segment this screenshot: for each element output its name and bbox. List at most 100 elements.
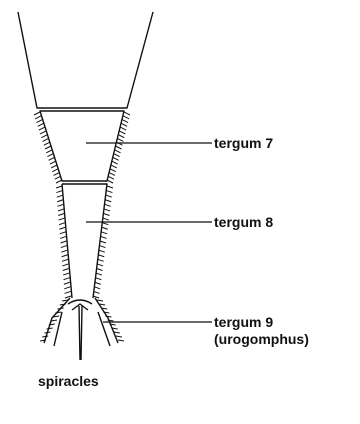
seta-mark	[49, 157, 55, 160]
seta-mark	[107, 186, 113, 188]
seta-mark	[110, 169, 116, 172]
seta-mark	[97, 269, 103, 271]
seta-mark	[105, 316, 111, 317]
seta-mark	[59, 223, 65, 225]
seta-mark	[123, 116, 129, 119]
seta-mark	[64, 287, 70, 289]
seta-mark	[56, 180, 62, 183]
seta-mark	[41, 135, 47, 138]
seta-mark	[112, 161, 118, 164]
seta-mark	[58, 209, 64, 211]
seta-mark	[44, 332, 50, 333]
seta-mark	[45, 146, 51, 149]
seta-mark	[95, 278, 101, 280]
seta-mark	[55, 176, 61, 179]
seta-mark	[94, 287, 100, 289]
seta-mark	[94, 291, 100, 293]
seta-mark	[59, 218, 65, 220]
urogomphus-left	[44, 298, 70, 346]
seta-mark	[118, 135, 124, 138]
label-tergum-8: tergum 8	[214, 214, 273, 230]
seta-mark	[121, 123, 127, 126]
seta-mark	[124, 112, 130, 115]
seta-mark	[61, 250, 67, 252]
abdominal-segment-6	[18, 12, 153, 108]
seta-mark	[59, 227, 65, 229]
seta-mark	[57, 200, 63, 202]
seta-mark	[117, 138, 123, 141]
seta-mark	[65, 296, 71, 298]
seta-mark	[58, 308, 64, 309]
seta-mark	[99, 250, 105, 252]
seta-mark	[93, 296, 99, 298]
seta-mark	[38, 123, 44, 126]
seta-mark	[109, 172, 115, 175]
seta-mark	[108, 176, 114, 179]
seta-mark	[97, 264, 103, 266]
seta-mark	[106, 191, 112, 193]
seta-mark	[46, 150, 52, 153]
seta-mark	[103, 218, 109, 220]
seta-mark	[102, 223, 108, 225]
seta-mark	[98, 259, 104, 261]
seta-mark	[60, 232, 66, 234]
seta-mark	[58, 204, 64, 206]
tergum-7-segment	[40, 111, 124, 181]
seta-mark	[114, 332, 120, 333]
seta-mark	[119, 131, 125, 134]
seta-mark	[36, 120, 42, 123]
seta-mark	[101, 236, 107, 238]
seta-mark	[34, 112, 40, 115]
seta-mark	[105, 204, 111, 206]
seta-mark	[111, 165, 117, 168]
seta-mark	[96, 273, 102, 275]
seta-mark	[95, 282, 101, 284]
seta-mark	[44, 142, 50, 145]
seta-mark	[116, 146, 122, 149]
seta-mark	[51, 165, 57, 168]
label-urogomphus: (urogomphus)	[214, 331, 309, 347]
seta-mark	[52, 169, 58, 172]
seta-mark	[101, 232, 107, 234]
seta-mark	[35, 116, 41, 119]
seta-mark	[104, 209, 110, 211]
seta-mark	[56, 186, 62, 188]
seta-mark	[102, 227, 108, 229]
seta-mark	[60, 236, 66, 238]
seta-mark	[114, 154, 120, 157]
seta-mark	[42, 336, 48, 337]
seta-mark	[61, 241, 67, 243]
seta-mark	[56, 191, 62, 193]
seta-mark	[62, 264, 68, 266]
seta-mark	[63, 269, 69, 271]
seta-mark	[118, 340, 124, 341]
seta-mark	[62, 259, 68, 261]
seta-mark	[58, 214, 64, 216]
seta-mark	[97, 300, 103, 301]
seta-mark	[65, 291, 71, 293]
seta-mark	[43, 138, 49, 141]
seta-mark	[99, 246, 105, 248]
label-tergum-7: tergum 7	[214, 135, 273, 151]
seta-mark	[122, 120, 128, 123]
seta-mark	[54, 172, 60, 175]
seta-mark	[61, 246, 67, 248]
seta-mark	[115, 150, 121, 153]
seta-mark	[63, 273, 69, 275]
seta-mark	[64, 282, 70, 284]
seta-mark	[106, 195, 112, 197]
seta-mark	[62, 255, 68, 257]
seta-mark	[107, 180, 113, 183]
seta-mark	[105, 200, 111, 202]
seta-mark	[98, 255, 104, 257]
spiracle-stem	[79, 306, 82, 360]
seta-mark	[50, 161, 56, 164]
seta-mark	[40, 131, 46, 134]
spiracle-notch	[68, 300, 92, 310]
seta-mark	[47, 154, 53, 157]
label-tergum-9: tergum 9	[214, 314, 273, 330]
seta-mark	[47, 328, 53, 329]
seta-mark	[104, 214, 110, 216]
seta-mark	[120, 127, 126, 130]
